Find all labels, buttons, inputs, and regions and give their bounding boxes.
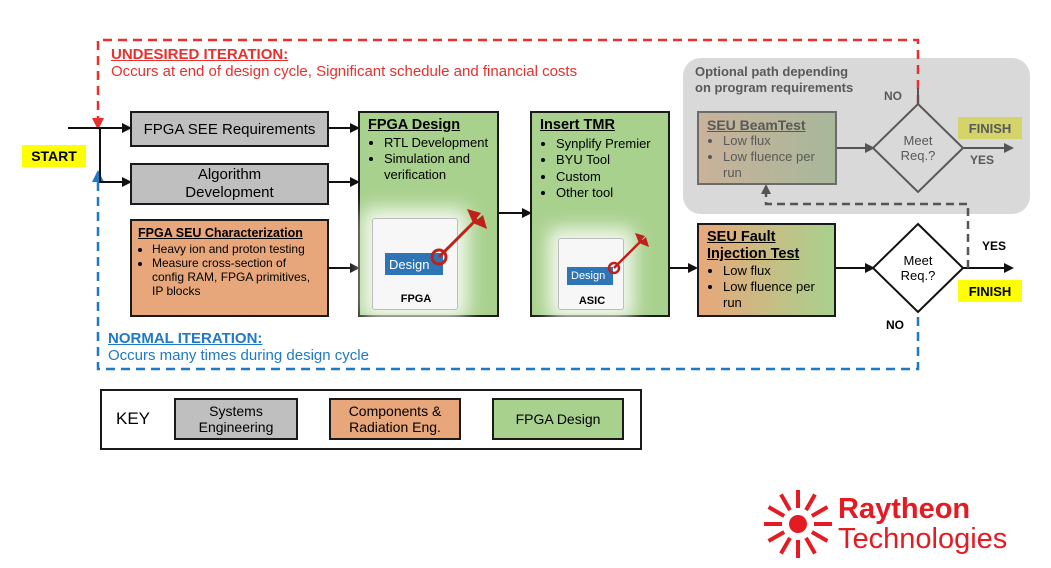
fpga-dart-icon	[430, 209, 487, 266]
decision-top-no: NO	[884, 89, 902, 103]
fpga-design-list: RTL Development Simulation and verificat…	[368, 135, 489, 183]
raytheon-sunburst-logo-icon	[764, 490, 832, 558]
key-components-radiation: Components & Radiation Eng.	[329, 398, 461, 440]
start-label: START	[22, 145, 86, 167]
asic-chip-label: ASIC	[578, 295, 606, 307]
undesired-iteration-loop	[92, 38, 920, 130]
decision-bottom-no: NO	[886, 318, 904, 332]
fpga-see-requirements-box: FPGA SEE Requirements	[130, 111, 329, 147]
raytheon-logo-text: Raytheon Technologies	[838, 493, 1008, 555]
key-legend: KEY Systems Engineering Components & Rad…	[100, 389, 642, 450]
insert-tmr-list: Synplify Premier BYU Tool Custom Other t…	[540, 136, 660, 202]
algorithm-development-box: Algorithm Development	[130, 163, 329, 205]
normal-iteration-loop	[92, 170, 920, 371]
key-fpga-design: FPGA Design	[492, 398, 624, 440]
normal-iteration-label: NORMAL ITERATION: Occurs many times duri…	[108, 330, 369, 364]
fpga-seu-characterization-box: FPGA SEU Characterization Heavy ion and …	[130, 219, 329, 317]
decision-top-diamond	[871, 102, 965, 194]
decision-bottom-finish: FINISH	[958, 280, 1022, 302]
decision-top-finish: FINISH	[958, 117, 1022, 139]
optional-path-note: Optional path depending on program requi…	[695, 64, 854, 95]
key-label: KEY	[116, 409, 151, 428]
seu-characterization-list: Heavy ion and proton testing Measure cro…	[138, 242, 321, 298]
fault-injection-list: Low flux Low fluence per run	[707, 263, 826, 311]
start-branch	[99, 128, 132, 187]
decision-bottom-diamond	[871, 222, 965, 314]
undesired-iteration-label: UNDESIRED ITERATION: Occurs at end of de…	[111, 46, 578, 80]
decision-bottom-yes: YES	[982, 239, 1007, 253]
key-systems-engineering: Systems Engineering	[174, 398, 298, 440]
asic-dart-icon	[607, 233, 649, 275]
fpga-chip-label: FPGA	[400, 293, 432, 305]
fpga-chip-design-tag: Design	[385, 253, 443, 275]
decision-bottom-label: Meet Req.?	[900, 253, 936, 283]
seu-fault-injection-box: SEU Fault Injection Test Low flux Low fl…	[697, 223, 836, 317]
beam-test-list: Low flux Low fluence per run	[707, 133, 827, 181]
optional-path-arrow	[761, 184, 970, 268]
seu-beam-test-box: SEU BeamTest Low flux Low fluence per ru…	[697, 111, 837, 185]
decision-top-yes: YES	[970, 153, 995, 167]
decision-top-label: Meet Req.?	[900, 133, 936, 163]
asic-chip-design-tag: Design	[567, 267, 613, 285]
